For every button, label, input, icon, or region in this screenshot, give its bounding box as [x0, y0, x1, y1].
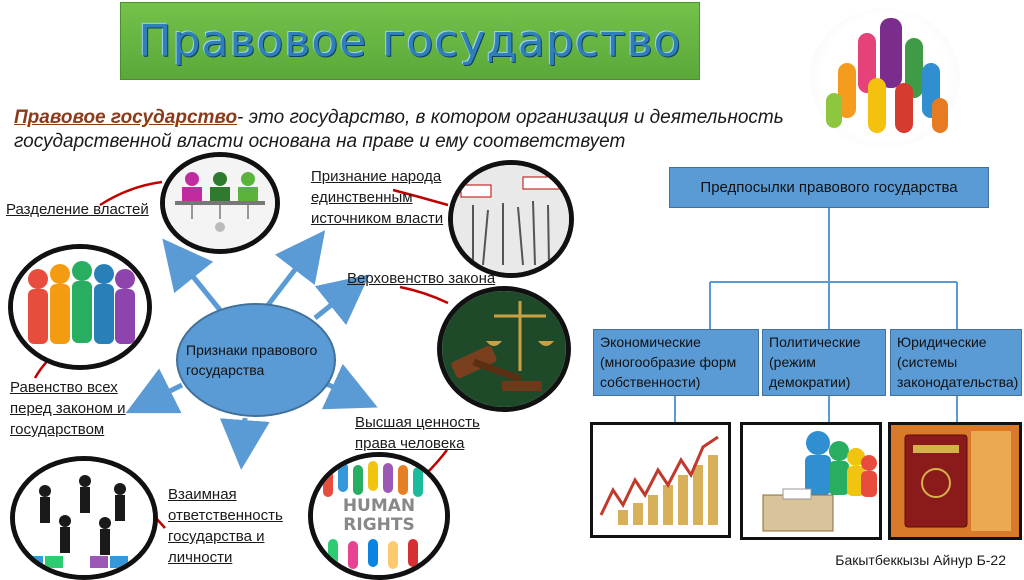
prerequisite-economic: Экономические (многообразие форм собстве…: [593, 329, 759, 396]
gavel-scales-icon: [437, 286, 571, 412]
voting-ballot-icon: [740, 422, 882, 540]
human-rights-icon: HUMAN RIGHTS: [308, 452, 450, 580]
prerequisite-political: Политические (режим демократии): [762, 329, 886, 396]
prerequisites-root: Предпосылки правового государства: [669, 167, 989, 208]
arrow-to-law: [315, 290, 350, 318]
law-book-icon: [888, 422, 1022, 540]
growth-chart-icon: [590, 422, 731, 538]
human-rights-text: HUMAN RIGHTS: [335, 497, 423, 535]
prerequisites-root-label: Предпосылки правового государства: [700, 178, 957, 198]
arrow-to-people: [268, 250, 310, 305]
arrow-to-separation: [178, 258, 220, 310]
author-caption: Бакытбеккызы Айнур Б-22: [835, 552, 1006, 568]
feature-separation-label: Разделение властей: [6, 199, 166, 220]
raised-hands-icon: [810, 8, 960, 148]
center-label: Признаки правового государства: [186, 340, 326, 380]
definition-text: Правовое государство- это государство, в…: [14, 106, 804, 154]
definition-term: Правовое государство: [14, 107, 237, 128]
crowd-sketch-icon: [448, 160, 574, 278]
page-title: Правовое государство: [139, 16, 682, 67]
prerequisite-political-label: Политические (режим демократии): [769, 334, 861, 390]
feature-responsibility-label: Взаимная ответственность государства и л…: [168, 484, 298, 568]
prerequisite-economic-label: Экономические (многообразие форм собстве…: [600, 334, 736, 390]
prerequisite-legal: Юридические (системы законодательства): [890, 329, 1022, 396]
feature-rights-label: Высшая ценность права человека: [355, 412, 505, 454]
business-people-icon: [10, 456, 158, 580]
connector-law: [400, 287, 448, 303]
arrow-to-equality: [148, 385, 182, 402]
feature-equality-label: Равенство всех перед законом и государст…: [10, 377, 150, 440]
feature-people-label: Признание народа единственным источником…: [311, 166, 461, 229]
center-ellipse: Признаки правового государства: [176, 303, 336, 417]
title-banner: Правовое государство: [120, 2, 700, 80]
prerequisite-legal-label: Юридические (системы законодательства): [897, 334, 1018, 390]
group-hug-icon: [8, 244, 152, 370]
arrow-to-responsibility: [243, 418, 245, 445]
three-branches-icon: [160, 152, 280, 254]
